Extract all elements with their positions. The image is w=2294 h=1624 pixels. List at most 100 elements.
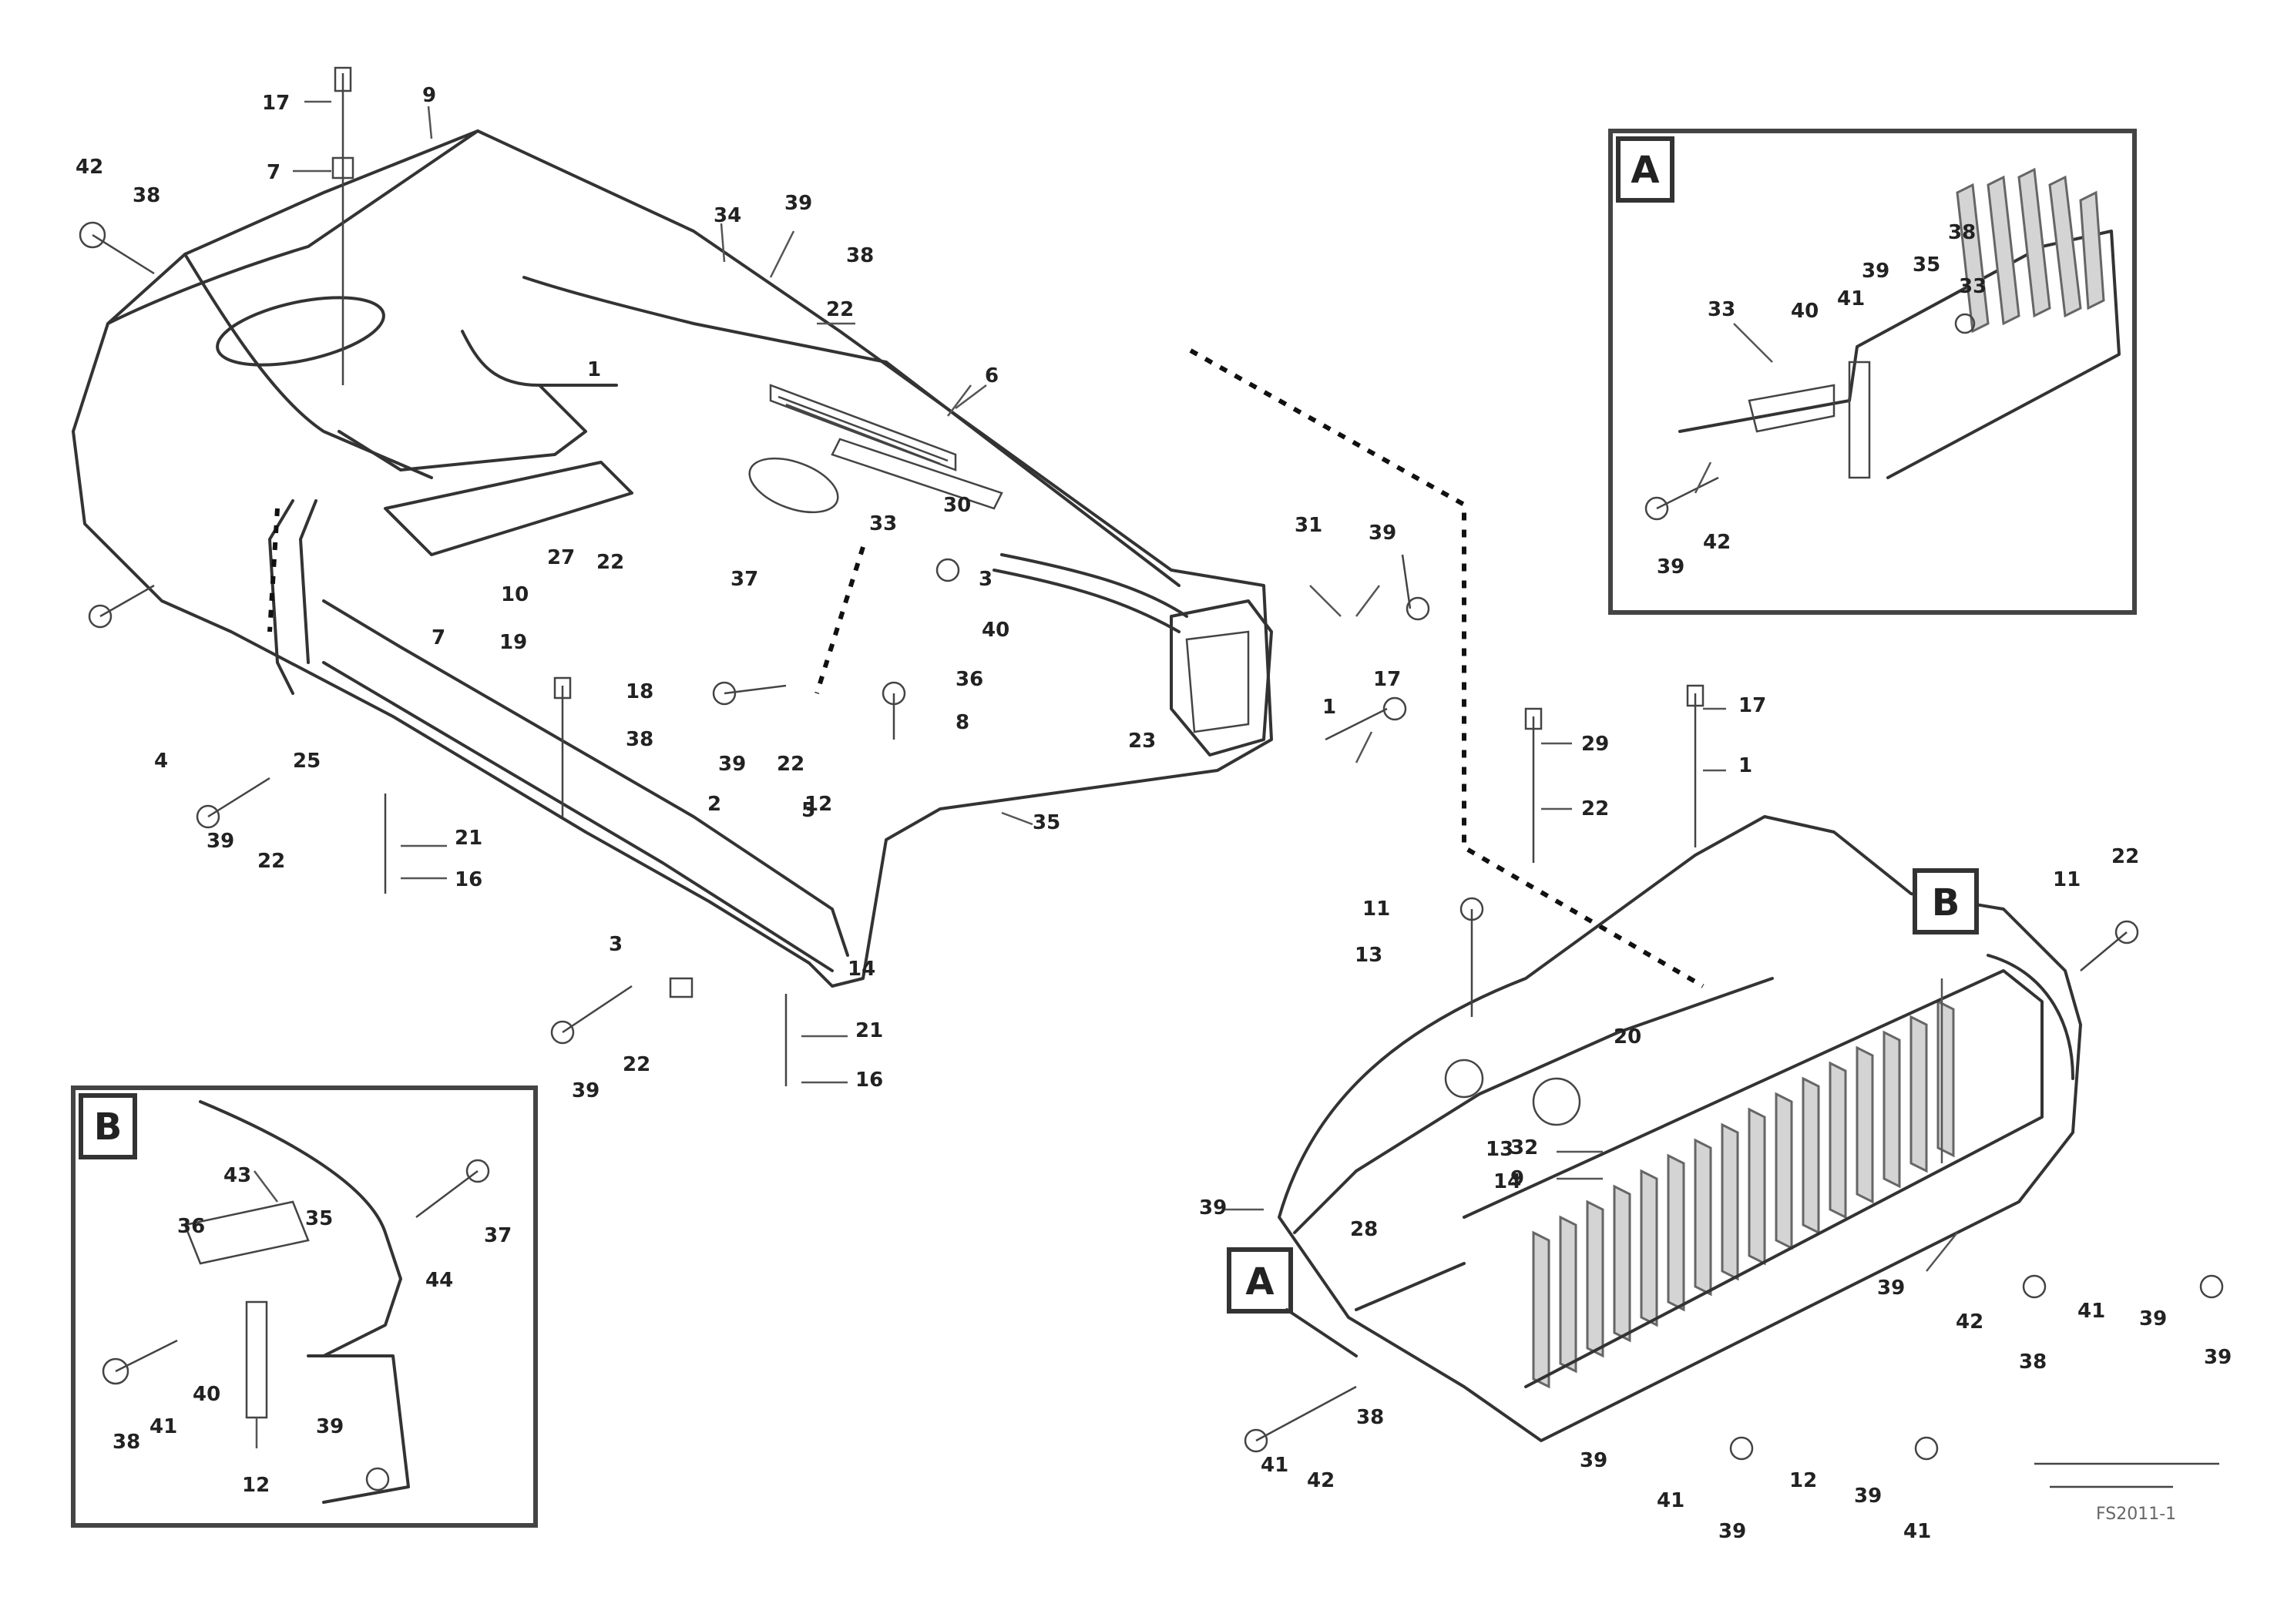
part-label: 39 xyxy=(1199,1196,1227,1220)
part-label: 22 xyxy=(623,1053,650,1076)
part-label: 35 xyxy=(1913,253,1940,277)
part-label: 41 xyxy=(1837,287,1865,310)
detail-inset-b xyxy=(71,1085,538,1528)
drawing-reference: FS2011-1 xyxy=(2096,1505,2176,1524)
part-label: 39 xyxy=(316,1415,344,1438)
part-label: 17 xyxy=(1738,694,1766,717)
part-label: 10 xyxy=(501,583,529,606)
part-label: 3 xyxy=(979,568,992,591)
dashed-link-vertical xyxy=(1189,348,1705,988)
part-number-labels: 17 9 7 42 38 34 39 38 22 6 1 27 22 10 33… xyxy=(76,84,2232,1543)
callout-label: B xyxy=(1932,881,1960,924)
part-label: 35 xyxy=(1033,811,1060,834)
part-label: 22 xyxy=(2111,845,2139,868)
part-label: 33 xyxy=(1708,298,1735,321)
part-label: 41 xyxy=(1903,1520,1931,1543)
part-label: 9 xyxy=(422,84,436,107)
part-label: 39 xyxy=(718,753,746,776)
callout-label: A xyxy=(1245,1260,1274,1304)
part-label: 13 xyxy=(1486,1138,1513,1161)
part-label: 7 xyxy=(267,161,280,184)
part-label: 2 xyxy=(707,793,721,816)
part-label: 22 xyxy=(257,850,285,873)
part-label: 12 xyxy=(242,1474,270,1497)
callout-label: A xyxy=(1631,149,1659,192)
part-label: 38 xyxy=(133,184,160,207)
part-label: 35 xyxy=(305,1207,333,1230)
part-label: 1 xyxy=(1322,696,1336,719)
upper-hood-assembly xyxy=(72,129,1273,988)
part-label: 39 xyxy=(572,1079,600,1102)
part-label: 27 xyxy=(547,546,575,569)
part-label: 22 xyxy=(596,551,624,574)
part-label: 13 xyxy=(1355,944,1382,967)
part-label: 41 xyxy=(149,1415,177,1438)
part-label: 41 xyxy=(2077,1300,2105,1323)
reference-stamp: FS2011-1 xyxy=(2034,1462,2219,1524)
part-label: 39 xyxy=(1718,1520,1746,1543)
part-label: 39 xyxy=(207,830,234,853)
part-label: 39 xyxy=(1369,522,1396,545)
part-label: 21 xyxy=(855,1019,883,1042)
radiator-fins xyxy=(1532,999,1955,1389)
part-label: 33 xyxy=(869,512,897,535)
part-label: 38 xyxy=(1948,221,1976,244)
part-label: 39 xyxy=(784,192,812,215)
part-label: 44 xyxy=(425,1269,453,1292)
part-label: 39 xyxy=(1580,1449,1607,1472)
callout-main-a: A xyxy=(1227,1247,1358,1357)
part-label: 20 xyxy=(1614,1025,1641,1049)
leader-lines-upper xyxy=(293,100,1380,1084)
part-label: 39 xyxy=(2139,1307,2167,1330)
part-label: 32 xyxy=(1510,1136,1538,1159)
part-label: 39 xyxy=(1657,555,1684,579)
part-label: 18 xyxy=(626,680,653,703)
part-label: 34 xyxy=(714,204,741,227)
part-label: 14 xyxy=(848,958,875,981)
part-label: 40 xyxy=(1791,300,1819,323)
part-label: 9 xyxy=(1510,1167,1524,1190)
part-label: 23 xyxy=(1128,730,1156,753)
part-label: 28 xyxy=(1350,1218,1378,1241)
part-label: 33 xyxy=(1959,275,1987,298)
part-label: 19 xyxy=(499,631,527,654)
part-label: 39 xyxy=(2204,1346,2232,1369)
part-label: 42 xyxy=(1307,1469,1335,1492)
part-label: 40 xyxy=(193,1383,220,1406)
callout-inset-b: B xyxy=(79,1093,137,1159)
part-label: 4 xyxy=(154,750,168,773)
part-label: 37 xyxy=(731,568,758,591)
part-label: 6 xyxy=(985,364,999,388)
part-label: 25 xyxy=(293,750,321,773)
hardware-top-left xyxy=(79,66,960,1086)
part-label: 38 xyxy=(626,728,653,751)
part-label: 38 xyxy=(1356,1406,1384,1429)
part-label: 40 xyxy=(982,619,1009,642)
part-label: 21 xyxy=(455,827,482,850)
part-label: 42 xyxy=(1956,1310,1983,1334)
part-label: 11 xyxy=(2053,868,2081,891)
part-label: 12 xyxy=(804,793,832,816)
callout-label: B xyxy=(94,1106,123,1149)
part-label: 3 xyxy=(609,933,623,956)
part-label: 39 xyxy=(1862,260,1889,283)
part-label: 42 xyxy=(76,156,103,179)
part-label: 30 xyxy=(943,494,971,517)
leader-lines-lower xyxy=(1225,707,1958,1272)
detail-inset-a xyxy=(1608,129,2137,615)
callout-inset-a: A xyxy=(1616,136,1674,203)
part-label: 7 xyxy=(432,626,445,649)
part-label: 36 xyxy=(177,1215,205,1238)
part-label: 29 xyxy=(1581,733,1609,756)
part-label: 17 xyxy=(1373,668,1401,691)
part-label: 37 xyxy=(484,1224,512,1247)
part-label: 22 xyxy=(1581,797,1609,820)
part-label: 38 xyxy=(2019,1351,2047,1374)
part-label: 41 xyxy=(1261,1454,1288,1477)
part-label: 8 xyxy=(956,711,969,734)
part-label: 39 xyxy=(1854,1485,1882,1508)
part-label: 38 xyxy=(846,244,874,267)
callout-main-b: B xyxy=(1913,868,1979,934)
